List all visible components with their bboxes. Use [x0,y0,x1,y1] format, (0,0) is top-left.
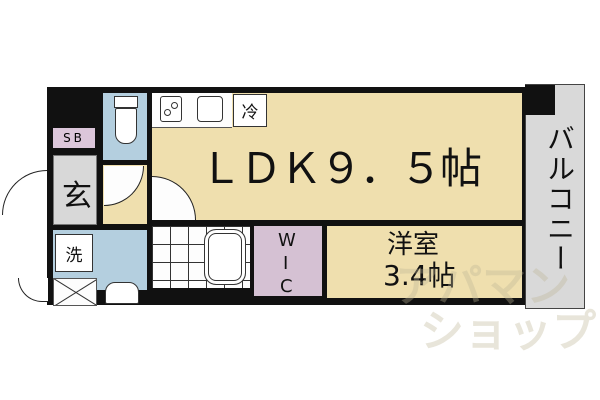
wic-label-c: C [280,276,293,297]
bathtub-icon [204,229,246,285]
entrance-area [53,155,97,225]
storage-closet [53,278,97,306]
watermark-line1: アパマン [395,261,571,312]
washbasin-icon [105,282,139,304]
entrance-door-swing [2,170,47,215]
toilet-icon [112,96,138,148]
washer-label: 洗 [55,234,93,272]
fridge-label: 冷 [233,94,267,127]
wic-label-i: I [283,253,289,274]
ldk-label: ＬＤＫ９．５帖 [200,144,482,193]
wic-label-w: W [278,230,296,251]
sink-icon [197,96,223,122]
western-room-size: 3.4帖 [383,259,456,292]
balcony-label: バルコニー [543,124,576,274]
balcony-pillar [525,85,555,115]
entrance-label: 玄 [62,179,92,214]
western-room [327,226,522,298]
laundry-door-swing [18,278,48,302]
western-room-label: 洋室 [387,230,440,260]
shoe-box: SB [53,128,95,148]
watermark-line2: ショップ [420,306,596,357]
stove-icon [160,96,182,122]
balcony [525,84,585,309]
walk-in-closet [254,226,322,296]
